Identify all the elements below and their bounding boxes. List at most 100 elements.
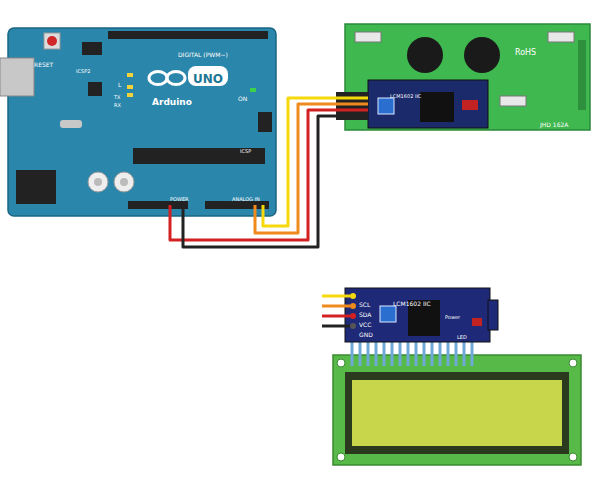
wire-stub	[322, 315, 350, 318]
reset-cap	[47, 36, 57, 46]
board-label: TX	[114, 94, 120, 100]
lcd-label: RoHS	[515, 48, 536, 57]
header-pins	[352, 342, 472, 366]
board-label: ICSP2	[76, 68, 90, 74]
digital-header	[108, 31, 268, 39]
mount-pad	[355, 32, 381, 42]
i2c-backpack: SCL SDA VCC GND LCM1602 IIC PowerLED	[345, 288, 490, 342]
lcd-screen	[352, 380, 562, 446]
wire-stub	[322, 325, 350, 328]
label-holder: POWER	[170, 186, 189, 205]
capacitor	[88, 172, 108, 192]
wire-stub	[254, 205, 257, 216]
board-label: RX	[114, 102, 121, 108]
led-l	[127, 73, 133, 77]
mount-hole	[337, 359, 345, 367]
crystal	[60, 120, 82, 128]
pin-label: LCM1602 IIC	[393, 300, 431, 307]
potentiometer	[380, 306, 396, 322]
pin-pad	[350, 293, 356, 299]
led-rx	[127, 93, 133, 97]
board-label: Arduino	[152, 97, 192, 107]
usb-connector	[0, 58, 34, 96]
cob-chip	[464, 37, 500, 73]
wire-stub	[169, 205, 172, 216]
arduino-logo	[167, 72, 185, 85]
pin-label: VCC	[359, 321, 371, 328]
board-label: ON	[238, 95, 247, 102]
mount-hole	[569, 453, 577, 461]
cob-chip	[407, 37, 443, 73]
potentiometer	[378, 98, 394, 114]
module-label: LCM1602 IIC	[390, 93, 421, 99]
label-holder: ICSP2	[76, 58, 90, 77]
icsp-header	[258, 112, 272, 132]
label-holder: L	[118, 72, 121, 91]
backpack-pcb	[368, 80, 488, 128]
pin-pad	[350, 323, 356, 329]
label-holder: DIGITAL (PWM~)	[178, 42, 228, 61]
power-header	[128, 201, 188, 209]
label-holder: ICSP	[240, 138, 251, 157]
label-holder: Arduino	[152, 90, 192, 109]
i2c-backpack: LCM1602 IIC	[368, 80, 488, 128]
mount-pad	[548, 32, 574, 42]
pin-pad	[350, 303, 356, 309]
led-on	[250, 88, 256, 92]
icsp2-header	[82, 42, 102, 55]
label-holder: SCL	[359, 292, 370, 311]
board-label: ICSP	[240, 148, 251, 154]
uno-badge	[188, 66, 228, 86]
jumper-wire	[183, 116, 368, 247]
led-jumper	[462, 100, 478, 110]
label-holder: UNO	[188, 68, 228, 87]
pin-label: LED	[457, 334, 467, 340]
usb-chip	[88, 82, 102, 96]
mount-hole	[337, 453, 345, 461]
board-label: POWER	[170, 196, 189, 202]
backpack-tab	[488, 300, 498, 330]
board-label: RESET	[34, 61, 53, 68]
arduino-logo	[149, 72, 167, 85]
capacitor	[114, 172, 134, 192]
lcd-bezel	[345, 372, 569, 454]
jumper-wire	[255, 104, 368, 233]
pin-label: SCL	[359, 301, 370, 308]
label-holder: LCM1602 IIC	[390, 83, 421, 102]
arduino-board: RESET ICSP2L TX RX UNO Arduino ON DIGITAL (PWM~…	[8, 28, 276, 216]
board-label: DIGITAL (PWM~)	[178, 51, 228, 58]
wire-stub	[182, 205, 185, 216]
label-holder: JHD 162A	[540, 112, 568, 131]
label-holder: RoHS	[515, 40, 536, 59]
lcd-pcb	[333, 355, 581, 465]
io-expander-chip	[420, 92, 454, 122]
led-jumper	[472, 318, 482, 326]
board-label: ANALOG IN	[232, 196, 260, 202]
pin-pad	[350, 313, 356, 319]
mount-pad	[500, 96, 526, 106]
lcd-pcb	[345, 24, 590, 130]
label-holder: ANALOG IN	[232, 186, 260, 205]
lcd-label: JHD 162A	[540, 121, 568, 128]
label-holder: LCM1602 IIC	[393, 291, 431, 310]
reset-button	[44, 33, 60, 49]
wire-stub	[262, 205, 265, 216]
pin-label: Power	[445, 314, 460, 320]
pin-label: SDA	[359, 311, 371, 318]
led-tx	[127, 85, 133, 89]
jumper-wire	[170, 110, 368, 240]
analog-header	[205, 201, 269, 209]
board-label: UNO	[193, 72, 223, 86]
pin-label: GND	[359, 331, 373, 338]
lcd-module: RoHS JHD 162A LCM1602 IIC	[345, 24, 590, 130]
board-label: L	[118, 81, 121, 88]
wire-stub	[322, 305, 350, 308]
backpack-pcb	[345, 288, 490, 342]
capacitor-top	[120, 178, 128, 186]
wire-stub	[322, 295, 350, 298]
label-holder: LED	[457, 324, 467, 343]
mount-hole	[569, 359, 577, 367]
capacitor-top	[94, 178, 102, 186]
